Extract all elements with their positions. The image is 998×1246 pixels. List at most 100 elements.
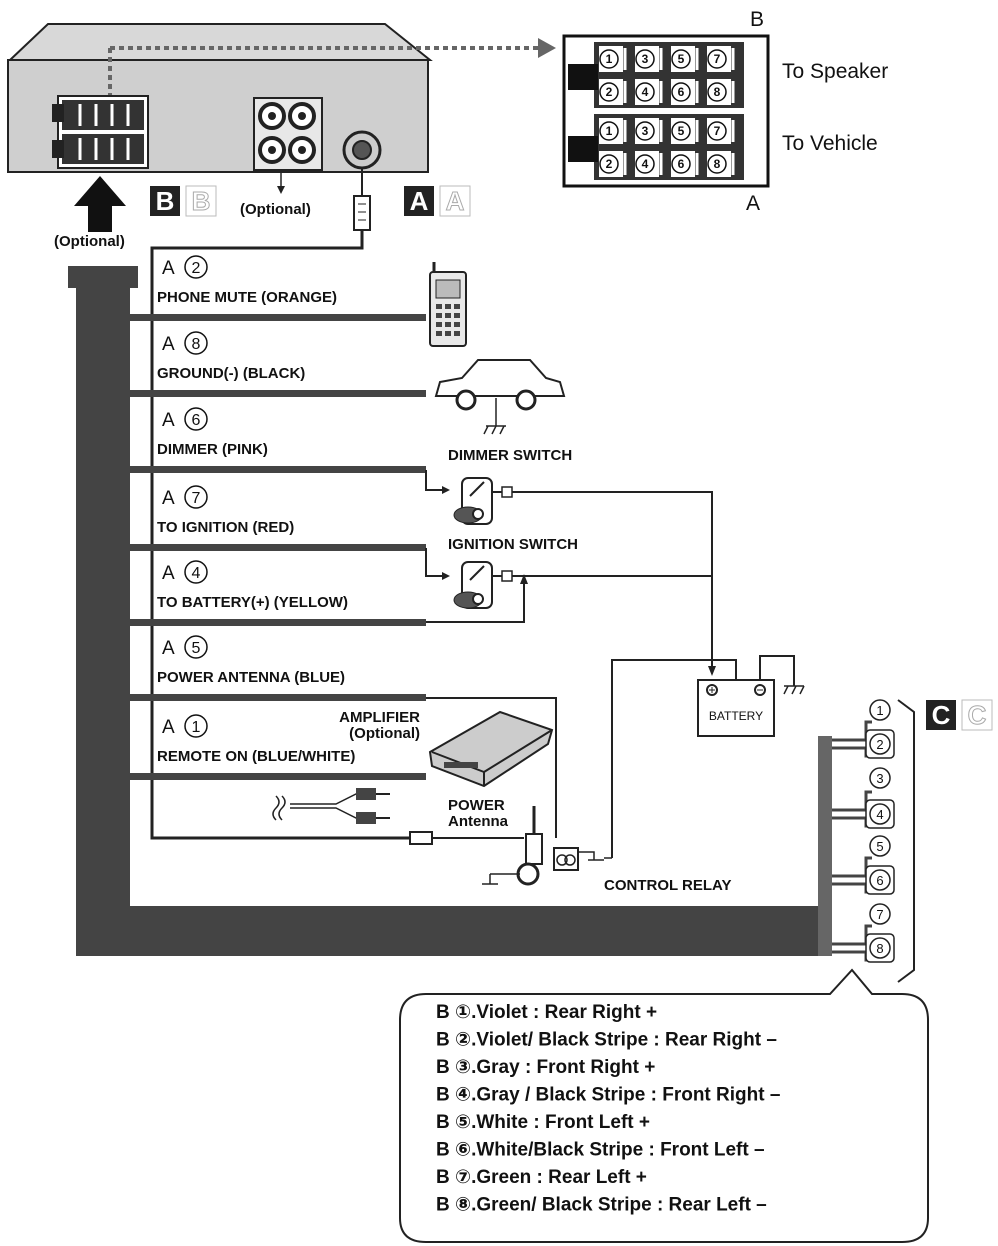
pin-circle [599,49,619,69]
legend-line: B ④.Gray / Black Stripe : Front Right – [436,1085,780,1106]
wire-pin-letter: A [162,258,175,279]
iso-a-pin-4: 4 [642,157,649,171]
wire-pin-number: 2 [192,260,201,277]
connector-c-outline-badge: C [968,700,987,730]
phone-icon [429,262,467,347]
wire-pin-number: 8 [192,336,201,353]
wire-pin-letter: A [162,563,175,584]
pin-circle [599,121,619,141]
rca-jacks [253,97,323,171]
wire-pin-letter: A [162,638,175,659]
left-optional-label: (Optional) [54,233,125,250]
wire-label: POWER ANTENNA (BLUE) [157,669,345,686]
wire-pin-circle [184,407,208,431]
wire-pin-letter: A [162,410,175,431]
pin-circle [707,154,727,174]
key-switch-icon [425,470,513,525]
legend-line: B ⑥.White/Black Stripe : Front Left – [436,1140,765,1161]
pin-circle [671,121,691,141]
c-pin-1: 1 [876,703,883,718]
amplifier-label: AMPLIFIER [339,709,420,726]
head-unit [7,23,556,173]
wire-label: TO BATTERY(+) (YELLOW) [157,594,348,611]
harness-frame [68,266,832,956]
legend-line: B ①.Violet : Rear Right + [436,1002,657,1023]
ignition-switch-label: IGNITION SWITCH [448,536,578,553]
connector-a-badge: A [410,186,429,216]
c-pin-7: 7 [876,907,883,922]
harness-wires [128,314,426,780]
legend-line: B ②.Violet/ Black Stripe : Rear Right – [436,1030,777,1051]
battery-label: BATTERY [709,709,763,723]
c-pin-circle [869,803,891,825]
wire-pin-letter: A [162,334,175,355]
battery-icon [697,679,775,737]
iso-a-pin-5: 5 [678,124,685,138]
pin-circle [671,49,691,69]
control-relay-icon [553,847,612,871]
arrow-up-icon [74,176,126,232]
iso-a-pin-8: 8 [714,157,721,171]
c-pin-wire [832,924,872,946]
c-pin-circle [869,835,891,857]
circuit-wires [426,491,795,858]
pin-circle [707,82,727,102]
wire-pin-number: 5 [192,640,201,657]
dimmer-switch-label: DIMMER SWITCH [448,447,572,464]
c-pin-3: 3 [876,771,883,786]
connector-b-outline-badge: B [192,186,211,216]
amplifier-icon [428,710,554,788]
iso-a-pin-1: 1 [606,124,613,138]
iso-a-pin-2: 2 [606,157,613,171]
c-pin-circle [869,699,891,721]
iso-b-pin-6: 6 [678,85,685,99]
connector-b-badge: B [156,186,175,216]
c-pin-wire [832,856,872,878]
wire-pin-letter: A [162,488,175,509]
c-pin-circle [869,937,891,959]
power-antenna-icon [482,806,543,886]
iso-a-pin-6: 6 [678,157,685,171]
iso-b-pin-4: 4 [642,85,649,99]
wire-pin-number: 7 [192,490,201,507]
c-pin-circle [869,733,891,755]
connector-c-badge: C [932,700,951,730]
power-label: POWER [448,797,505,814]
antenna-label: Antenna [448,813,509,830]
c-pin-8: 8 [876,941,883,956]
legend-line: B ⑦.Green : Rear Left + [436,1167,647,1188]
rca-optional-label: (Optional) [240,201,311,218]
wire-pin-circle [184,560,208,584]
wire-pin-circle [184,331,208,355]
pin-circle [599,82,619,102]
legend-line: B ③.Gray : Front Right + [436,1057,655,1078]
wire-label: PHONE MUTE (ORANGE) [157,289,337,306]
antenna-plug [353,195,371,231]
legend-line: B ⑧.Green/ Black Stripe : Rear Left – [436,1195,767,1216]
arrow-right-icon [538,38,556,58]
control-relay-label: CONTROL RELAY [604,877,732,894]
c-pin-2: 2 [876,737,883,752]
iso-b-pin-5: 5 [678,52,685,66]
wire-label: DIMMER (PINK) [157,441,268,458]
wire-label: REMOTE ON (BLUE/WHITE) [157,748,355,765]
pin-circle [599,154,619,174]
wire-pin-number: 6 [192,412,201,429]
car-icon [434,359,566,435]
key-switch-icon [425,548,513,609]
c-pin-circle [869,767,891,789]
pin-circle [635,121,655,141]
connector-a-outline-badge: A [446,186,465,216]
c-pin-5: 5 [876,839,883,854]
wire-label: GROUND(-) (BLACK) [157,365,305,382]
pin-circle [635,82,655,102]
c-pin-circle [869,869,891,891]
pin-circle [671,82,691,102]
